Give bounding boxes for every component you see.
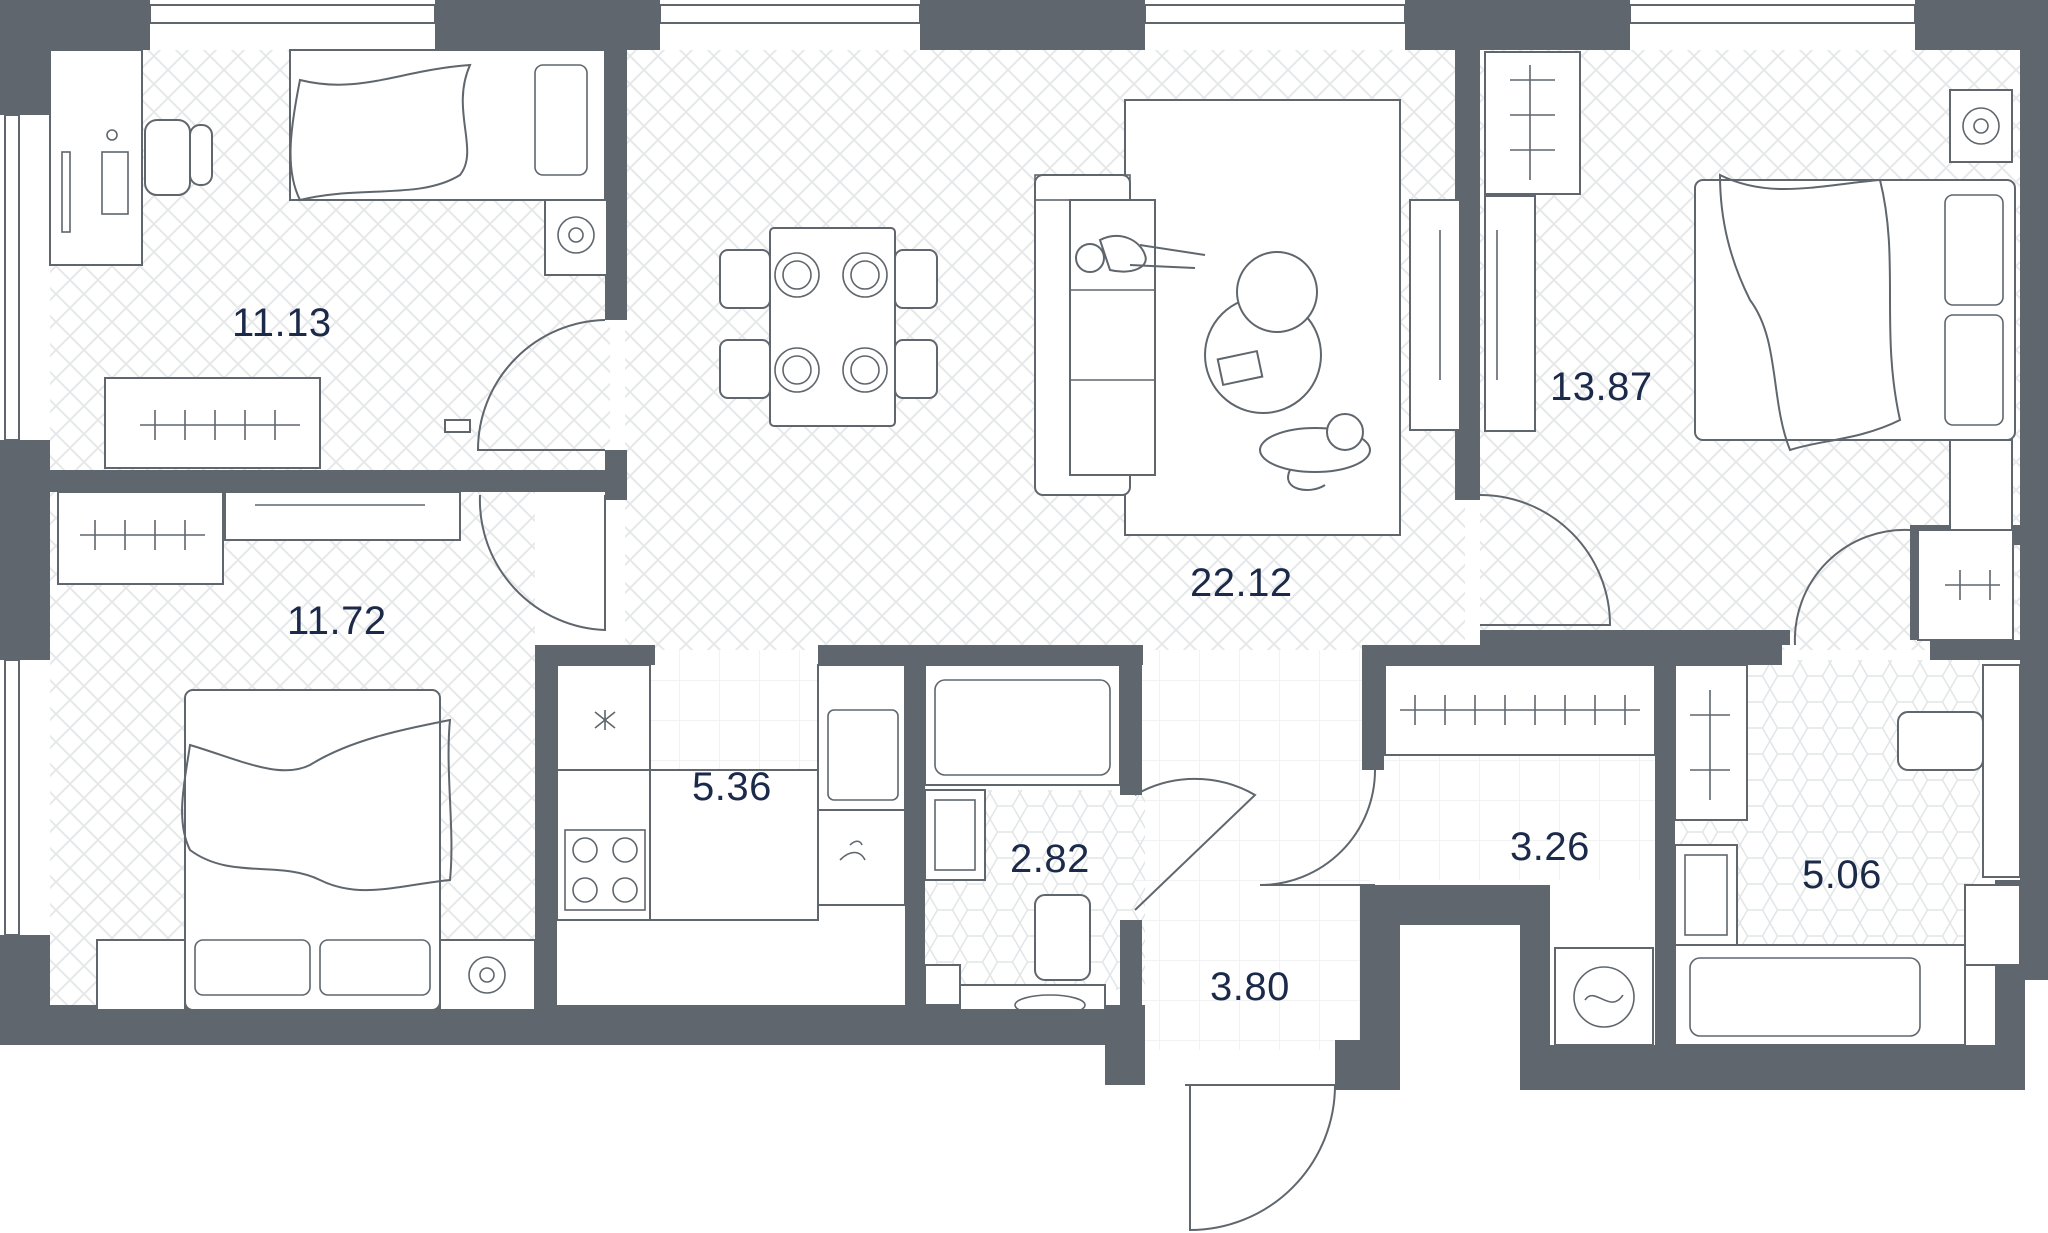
room-area-label: 13.87 [1550,365,1653,409]
bathtub-icon [924,664,1121,786]
door-icon [1793,528,1911,646]
wardrobe-icon [1484,51,1581,195]
bathroom-large-furniture [1674,664,2021,1046]
doors [476,319,1911,1232]
bed-icon [289,49,606,201]
wardrobe-room-furniture [1384,664,1656,1046]
wardrobe-icon [1409,199,1461,431]
area-labels: 11.13 11.72 22.12 13.87 5.36 2.82 3.80 3… [232,301,1882,1009]
sink-icon [924,789,986,881]
toilet-icon [1034,894,1091,981]
door-icon [478,494,606,632]
wardrobe-icon [1674,664,1748,821]
room-area-label: 2.82 [1010,837,1090,881]
room-area-label: 5.06 [1802,853,1882,897]
walls [0,0,2048,1090]
bedroom-3-furniture [1484,51,2016,641]
bathtub-icon [1674,944,1966,1046]
room-area-label: 3.80 [1210,965,1290,1009]
room-area-label: 5.36 [692,765,772,809]
bathroom-small-furniture [924,664,1121,1016]
washing-machine-icon [1554,947,1654,1046]
living-room-furniture [719,99,1461,536]
door-icon [1134,777,1257,911]
cat-icon [1259,413,1371,491]
stove-icon [556,769,651,921]
bed-icon [1694,179,2016,441]
wardrobe-icon [57,491,224,585]
room-area-label: 11.72 [287,599,387,643]
door-icon [476,319,606,451]
door-icon [1479,494,1612,626]
door-icon [444,419,471,433]
toilet-icon [1897,711,1984,771]
room-area-label: 3.26 [1510,825,1590,869]
desk-icon [49,49,143,266]
chair-icon [144,119,191,196]
wardrobe-icon [104,377,321,469]
bedroom-1-furniture [49,49,608,469]
sink-icon [817,809,906,906]
room-area-label: 11.13 [232,301,332,345]
bedroom-2-furniture [57,491,536,1011]
bed-icon [184,689,441,1011]
room-area-label: 22.12 [1190,561,1293,605]
door-icon [1259,769,1376,886]
person-icon [1075,235,1206,273]
door-icon [1189,1084,1336,1232]
dining-table-icon [769,227,896,427]
kitchen-furniture [556,664,906,921]
